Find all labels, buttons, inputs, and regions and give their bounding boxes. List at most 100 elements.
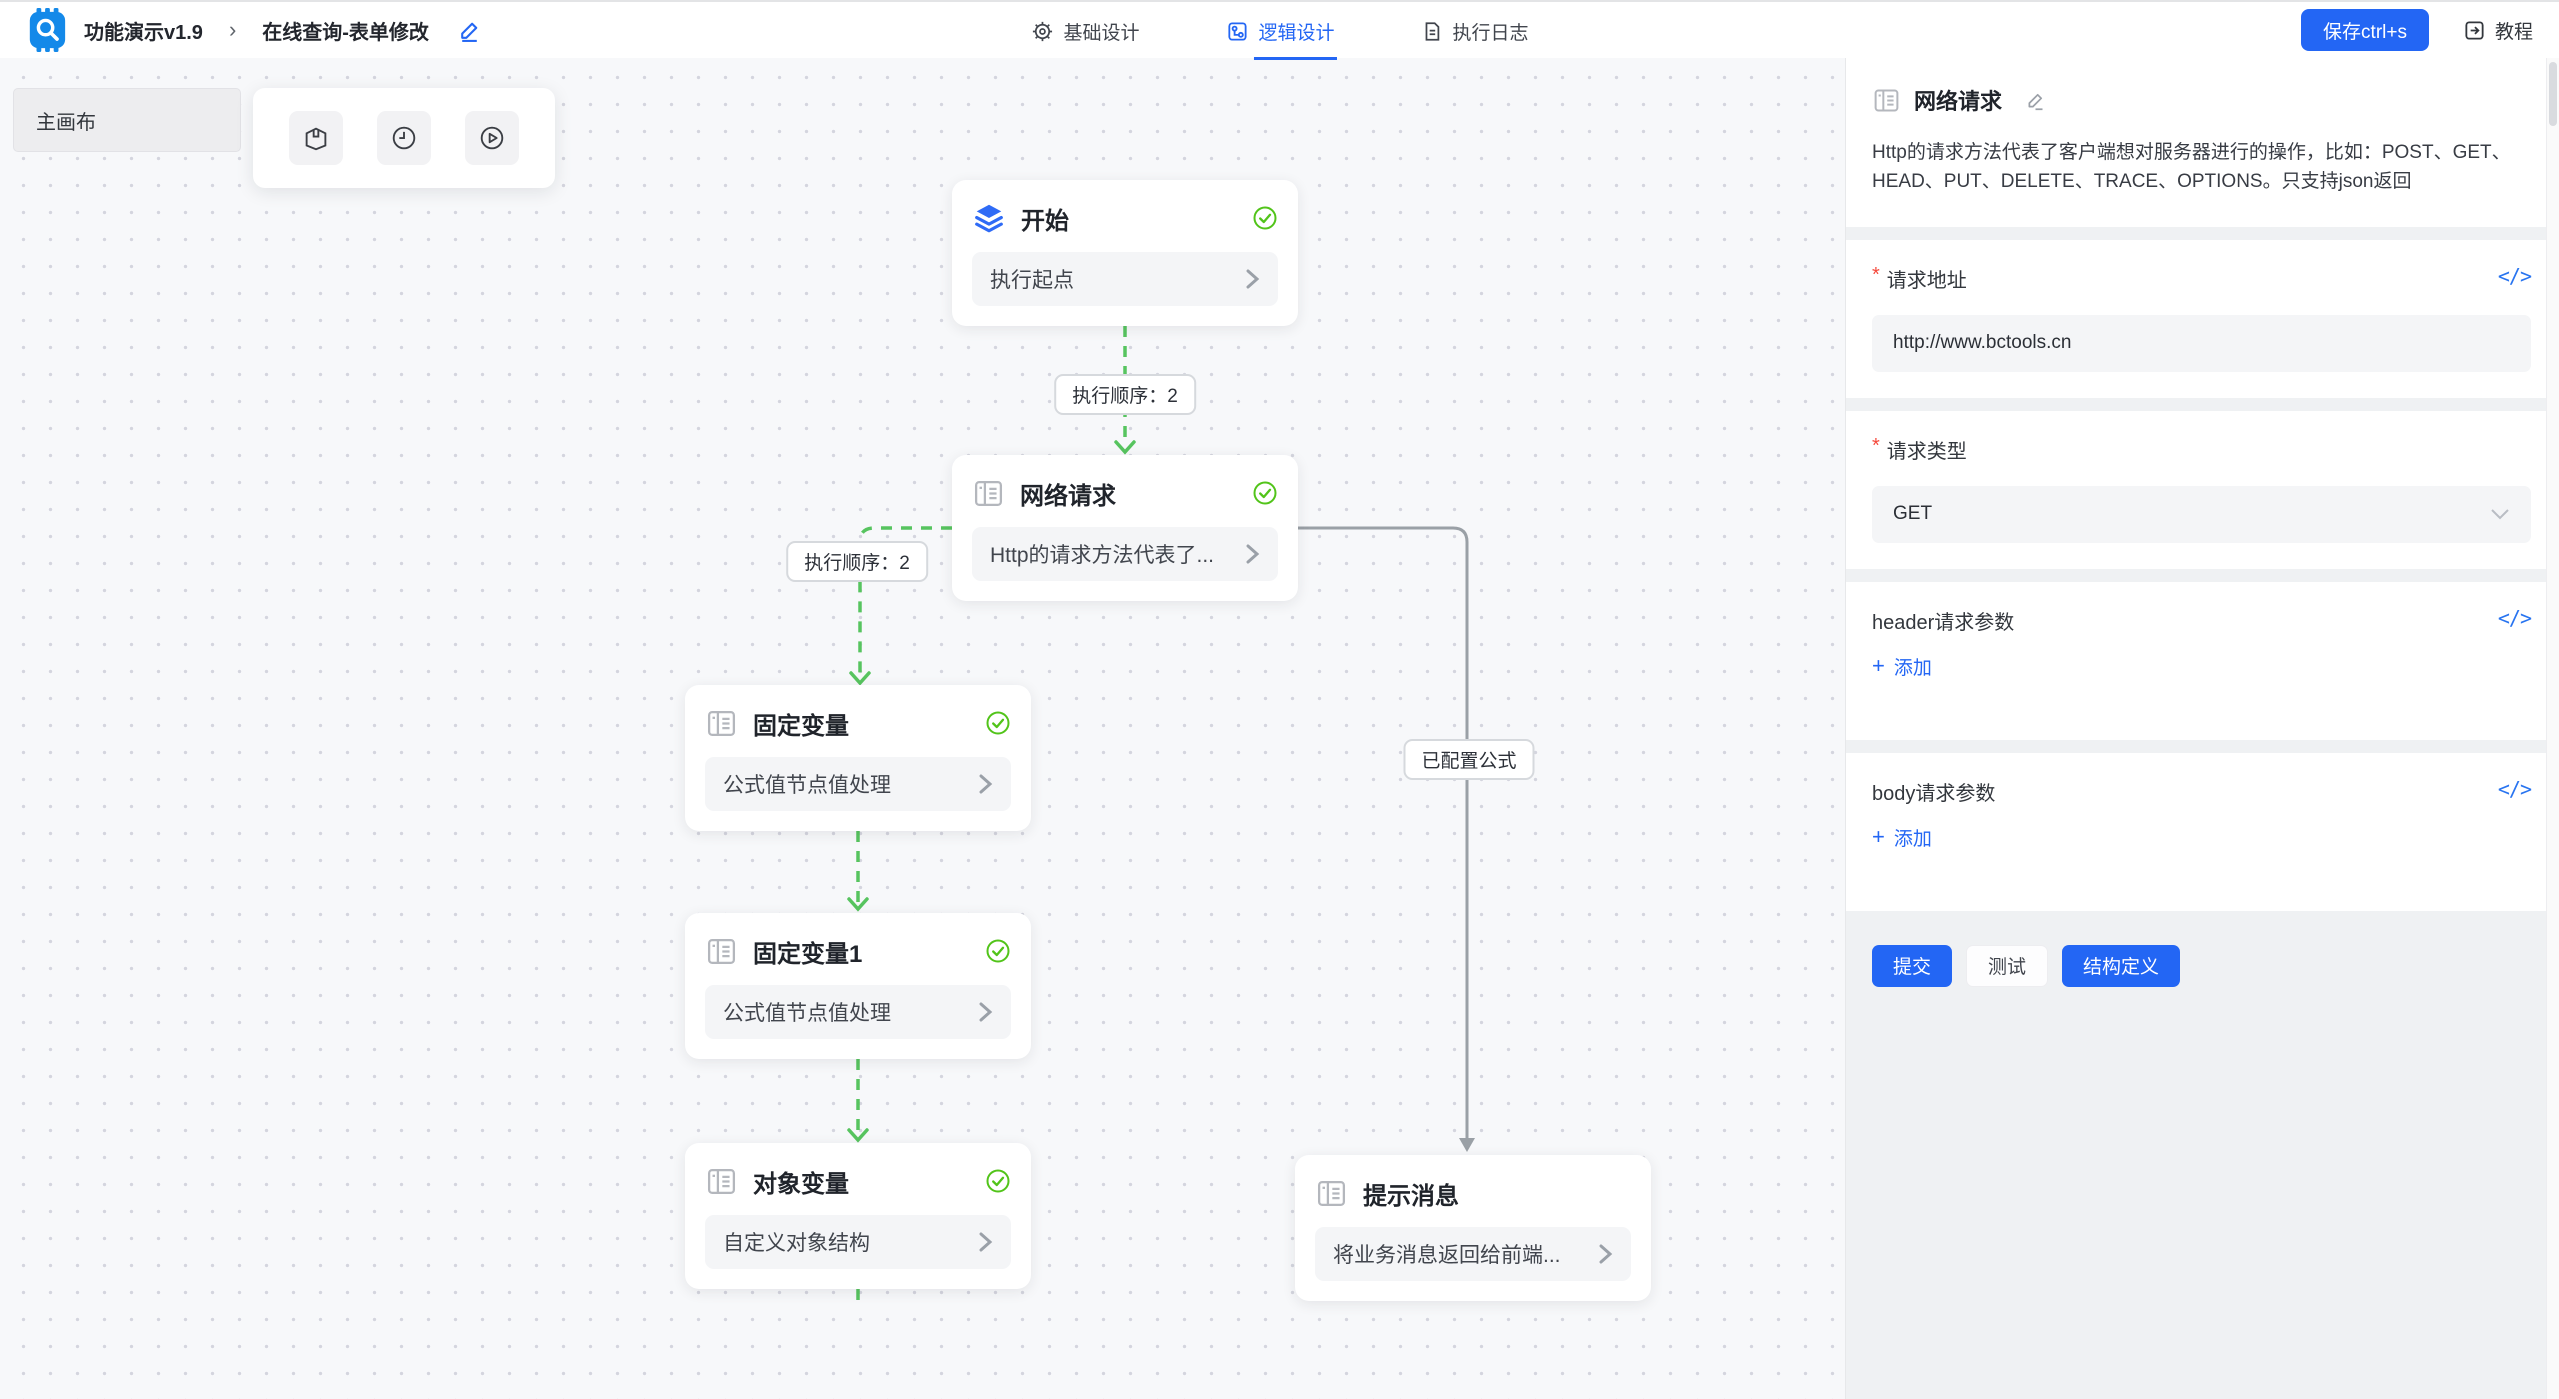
status-check-icon (1252, 480, 1278, 506)
tutorial-button[interactable]: 教程 (2463, 17, 2533, 44)
document-icon (1421, 20, 1443, 43)
chevron-down-icon (2490, 508, 2510, 520)
code-expression-icon[interactable]: </> (2497, 605, 2532, 630)
request-url-input[interactable]: http://www.bctools.cn (1872, 314, 2531, 372)
form-panel-icon (705, 935, 738, 968)
schema-definition-button[interactable]: 结构定义 (2062, 944, 2181, 987)
tab-label: 执行日志 (1452, 22, 1529, 44)
flow-node-start[interactable]: 开始 执行起点 (952, 180, 1298, 326)
code-expression-icon[interactable]: </> (2497, 263, 2532, 288)
save-button[interactable]: 保存ctrl+s (2301, 9, 2429, 51)
node-header: 网络请求 (972, 475, 1278, 511)
node-title: 对象变量 (753, 1170, 849, 1198)
flow-node-network-request[interactable]: 网络请求 Http的请求方法代表了... (952, 455, 1298, 601)
tab-execution-log[interactable]: 执行日志 (1421, 2, 1529, 60)
panel-scrollbar-thumb[interactable] (2549, 62, 2557, 126)
node-subtitle: 将业务消息返回给前端... (1333, 1244, 1561, 1267)
flow-node-object-variable[interactable]: 对象变量 自定义对象结构 (685, 1143, 1031, 1289)
canvas-toolbar (253, 88, 555, 188)
node-config-row[interactable]: 将业务消息返回给前端... (1315, 1227, 1631, 1281)
test-button[interactable]: 测试 (1966, 944, 2049, 987)
rename-node-edit-icon[interactable] (2025, 90, 2046, 111)
header-params-section: header请求参数 </> + 添加 (1846, 581, 2559, 740)
required-mark: * (1872, 263, 1880, 286)
panel-scrollbar[interactable] (2546, 58, 2559, 1399)
status-check-icon (985, 938, 1011, 964)
canvas-tab-label: 主画布 (36, 111, 96, 134)
tab-logic-design[interactable]: 逻辑设计 (1225, 2, 1337, 60)
form-panel-icon (972, 477, 1005, 510)
form-panel-icon (705, 1165, 738, 1198)
layers-icon (972, 201, 1006, 235)
edge-label-exec-order[interactable]: 执行顺序：2 (786, 541, 928, 582)
request-url-section: * 请求地址 </> http://www.bctools.cn (1846, 239, 2559, 398)
node-config-row[interactable]: Http的请求方法代表了... (972, 527, 1278, 581)
chevron-right-icon (979, 1001, 993, 1023)
node-title: 网络请求 (1020, 482, 1116, 510)
tab-label: 逻辑设计 (1258, 22, 1335, 44)
clock-icon (389, 123, 419, 153)
flow-canvas[interactable]: 主画布 (0, 58, 1845, 1399)
node-header: 固定变量1 (705, 933, 1011, 969)
node-config-row[interactable]: 执行起点 (972, 252, 1278, 306)
status-check-icon (985, 710, 1011, 736)
flow-node-fixed-variable[interactable]: 固定变量 公式值节点值处理 (685, 685, 1031, 831)
canvas-tab-main[interactable]: 主画布 (13, 88, 241, 152)
app-logo-icon (26, 8, 68, 52)
clock-tool-button[interactable] (377, 111, 431, 165)
flow-node-fixed-variable-1[interactable]: 固定变量1 公式值节点值处理 (685, 913, 1031, 1059)
tab-basic-design[interactable]: 基础设计 (1030, 2, 1139, 60)
play-circle-icon (477, 123, 507, 153)
status-check-icon (985, 1168, 1011, 1194)
request-type-label: 请求类型 (1886, 440, 1967, 463)
node-subtitle: 公式值节点值处理 (723, 774, 891, 797)
flow-node-message[interactable]: 提示消息 将业务消息返回给前端... (1295, 1155, 1651, 1301)
node-title: 开始 (1021, 207, 1069, 235)
breadcrumb-separator: › (228, 17, 237, 42)
form-panel-icon (1315, 1177, 1348, 1210)
design-tabs: 基础设计 逻辑设计 执 (1030, 2, 1529, 60)
required-mark: * (1872, 434, 1880, 457)
panel-header: 网络请求 Http的请求方法代表了客户端想对服务器进行的操作，比如：POST、G… (1846, 58, 2559, 227)
tutorial-label: 教程 (2494, 21, 2533, 43)
add-body-param-button[interactable]: + 添加 (1872, 824, 1932, 851)
node-title: 提示消息 (1363, 1182, 1459, 1210)
node-subtitle: 公式值节点值处理 (723, 1002, 891, 1025)
chevron-right-icon (979, 1231, 993, 1253)
package-icon (301, 123, 331, 153)
node-header: 提示消息 (1315, 1175, 1631, 1211)
run-tool-button[interactable] (465, 111, 519, 165)
chevron-right-icon (1246, 543, 1260, 565)
node-header: 对象变量 (705, 1163, 1011, 1199)
edge-label-formula-configured[interactable]: 已配置公式 (1403, 739, 1535, 780)
request-type-select[interactable]: GET (1872, 485, 2531, 543)
breadcrumb-app-title[interactable]: 功能演示v1.9 (84, 21, 203, 44)
body-params-label: body请求参数 (1872, 782, 1996, 805)
add-label: 添加 (1893, 657, 1932, 679)
package-tool-button[interactable] (289, 111, 343, 165)
code-expression-icon[interactable]: </> (2497, 776, 2532, 801)
rename-edit-icon[interactable] (457, 18, 482, 43)
plus-icon: + (1872, 653, 1885, 679)
chevron-right-icon (979, 773, 993, 795)
chevron-right-icon (1246, 268, 1260, 290)
request-type-section: * 请求类型 GET (1846, 410, 2559, 569)
node-title: 固定变量 (753, 712, 849, 740)
node-config-row[interactable]: 自定义对象结构 (705, 1215, 1011, 1269)
tab-label: 基础设计 (1063, 22, 1140, 44)
node-config-panel: 网络请求 Http的请求方法代表了客户端想对服务器进行的操作，比如：POST、G… (1845, 58, 2559, 1399)
open-in-box-icon (2463, 19, 2486, 42)
add-header-param-button[interactable]: + 添加 (1872, 653, 1932, 680)
submit-button[interactable]: 提交 (1872, 944, 1953, 987)
edge-label-exec-order[interactable]: 执行顺序：2 (1054, 374, 1196, 415)
breadcrumb-page-title: 在线查询-表单修改 (262, 21, 429, 44)
node-config-row[interactable]: 公式值节点值处理 (705, 985, 1011, 1039)
node-subtitle: Http的请求方法代表了... (990, 544, 1215, 567)
plus-icon: + (1872, 824, 1885, 850)
top-right-actions: 保存ctrl+s 教程 (2301, 9, 2533, 51)
chevron-right-icon (1599, 1243, 1613, 1265)
node-config-row[interactable]: 公式值节点值处理 (705, 757, 1011, 811)
node-title: 固定变量1 (753, 940, 863, 968)
request-type-value: GET (1893, 503, 1933, 525)
